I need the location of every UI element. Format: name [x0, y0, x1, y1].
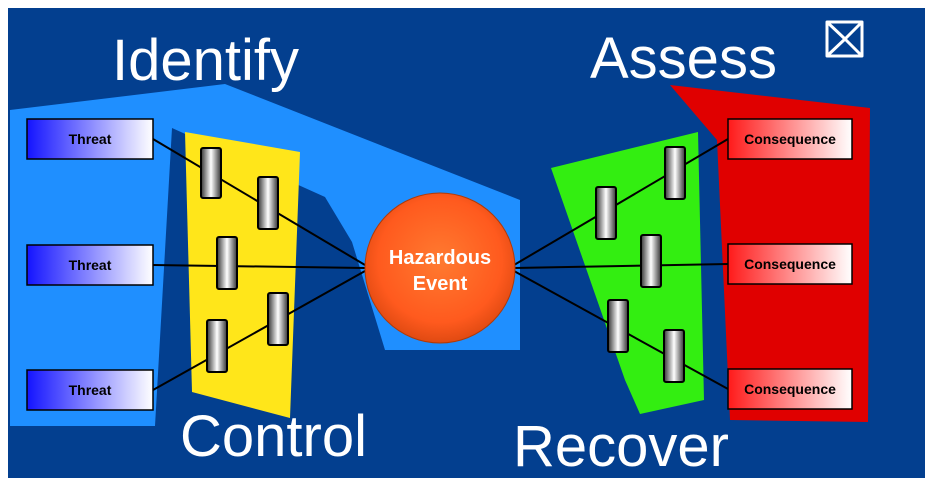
identify-zone [10, 84, 520, 426]
hazardous-event: Hazardous Event [364, 192, 516, 344]
threat-box: Threat [26, 118, 154, 160]
connector-line [513, 138, 729, 266]
consequence-label: Consequence [744, 131, 836, 147]
barriers [200, 146, 686, 383]
barrier-icon [664, 146, 686, 200]
hazardous-event-label: Event [413, 273, 468, 295]
hazardous-event-label: Hazardous [389, 247, 491, 269]
barrier-icon [200, 147, 222, 199]
connector-lines [152, 138, 729, 391]
threat-label: Threat [69, 257, 112, 273]
connector-line [152, 264, 366, 269]
consequence-box: Consequence [727, 243, 853, 285]
consequence-box: Consequence [727, 368, 853, 410]
threat-box: Threat [26, 244, 154, 286]
identify-label: Identify [112, 28, 299, 93]
barrier-icon [267, 292, 289, 346]
barrier-icon [216, 236, 238, 290]
threat-label: Threat [69, 131, 112, 147]
barrier-icon [595, 186, 617, 240]
barrier-icon [257, 176, 279, 230]
assess-label: Assess [590, 26, 777, 91]
barrier-icon [607, 299, 629, 353]
recover-label: Recover [513, 414, 729, 479]
threat-box: Threat [26, 369, 154, 411]
threat-label: Threat [69, 382, 112, 398]
connector-line [152, 270, 366, 391]
barrier-icon [206, 319, 228, 373]
control-label: Control [180, 404, 367, 469]
connector-line [513, 263, 729, 269]
consequence-label: Consequence [744, 256, 836, 272]
consequence-label: Consequence [744, 381, 836, 397]
consequence-box: Consequence [727, 118, 853, 160]
bowtie-icon [825, 20, 864, 58]
barrier-icon [663, 329, 685, 383]
barrier-icon [640, 234, 662, 288]
